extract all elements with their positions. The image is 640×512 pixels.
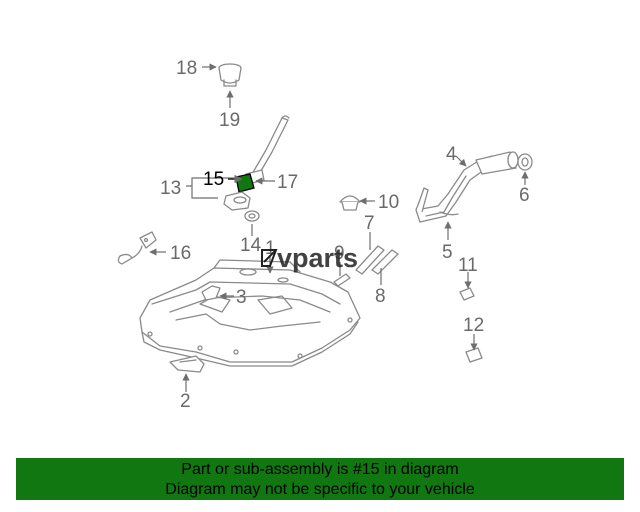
part-9-clamp[interactable] — [333, 273, 351, 287]
callout-14: 14 — [240, 235, 262, 256]
callout-16: 16 — [170, 243, 191, 264]
part-4-filler-neck[interactable] — [475, 151, 519, 175]
part-18-fuel-pump-cap[interactable] — [218, 63, 242, 87]
watermark-logo: vparts — [277, 243, 358, 273]
leader-13 — [186, 177, 236, 199]
footer-line-part-info: Part or sub-assembly is #15 in diagram — [181, 461, 459, 478]
part-11-clip[interactable] — [459, 287, 475, 301]
callout-11: 11 — [458, 255, 478, 276]
callout-7: 7 — [364, 213, 375, 234]
part-3-bracket[interactable] — [201, 285, 221, 301]
callout-10: 10 — [378, 192, 399, 213]
callout-6: 6 — [519, 185, 530, 206]
callout-3: 3 — [236, 287, 247, 308]
part-7-hose[interactable] — [355, 245, 385, 275]
part-13-sender-assembly[interactable] — [223, 191, 251, 211]
callout-15: 15 — [203, 169, 224, 190]
footer-banner: Part or sub-assembly is #15 in diagram D… — [16, 458, 624, 500]
callout-2: 2 — [180, 391, 191, 412]
part-1-fuel-tank[interactable] — [139, 259, 361, 367]
part-2-heat-shield[interactable] — [169, 355, 205, 373]
part-16-wire-harness[interactable] — [117, 231, 157, 265]
callout-4: 4 — [446, 144, 457, 165]
part-8-hose[interactable] — [371, 249, 399, 275]
logo-check-icon — [263, 249, 277, 263]
callout-17: 17 — [277, 172, 298, 193]
callout-5: 5 — [442, 242, 453, 263]
callout-13: 13 — [160, 178, 181, 199]
part-12-bracket[interactable] — [465, 347, 483, 363]
part-15-highlighted-component[interactable] — [235, 173, 255, 193]
watermark-logo-group: vparts — [261, 243, 358, 273]
leader-4 — [455, 155, 467, 167]
callout-1: 1 — [265, 238, 276, 259]
callout-8: 8 — [375, 286, 386, 307]
callout-19: 19 — [219, 110, 240, 131]
callout-12: 12 — [463, 315, 484, 336]
part-14-o-ring[interactable] — [244, 210, 260, 222]
part-10-cap[interactable] — [339, 195, 361, 211]
footer-line-disclaimer: Diagram may not be specific to your vehi… — [165, 481, 475, 498]
callout-9: 9 — [334, 243, 345, 264]
callout-18: 18 — [176, 58, 197, 79]
part-6-fuel-cap[interactable] — [517, 153, 533, 171]
logo-mark-icon — [261, 249, 278, 267]
